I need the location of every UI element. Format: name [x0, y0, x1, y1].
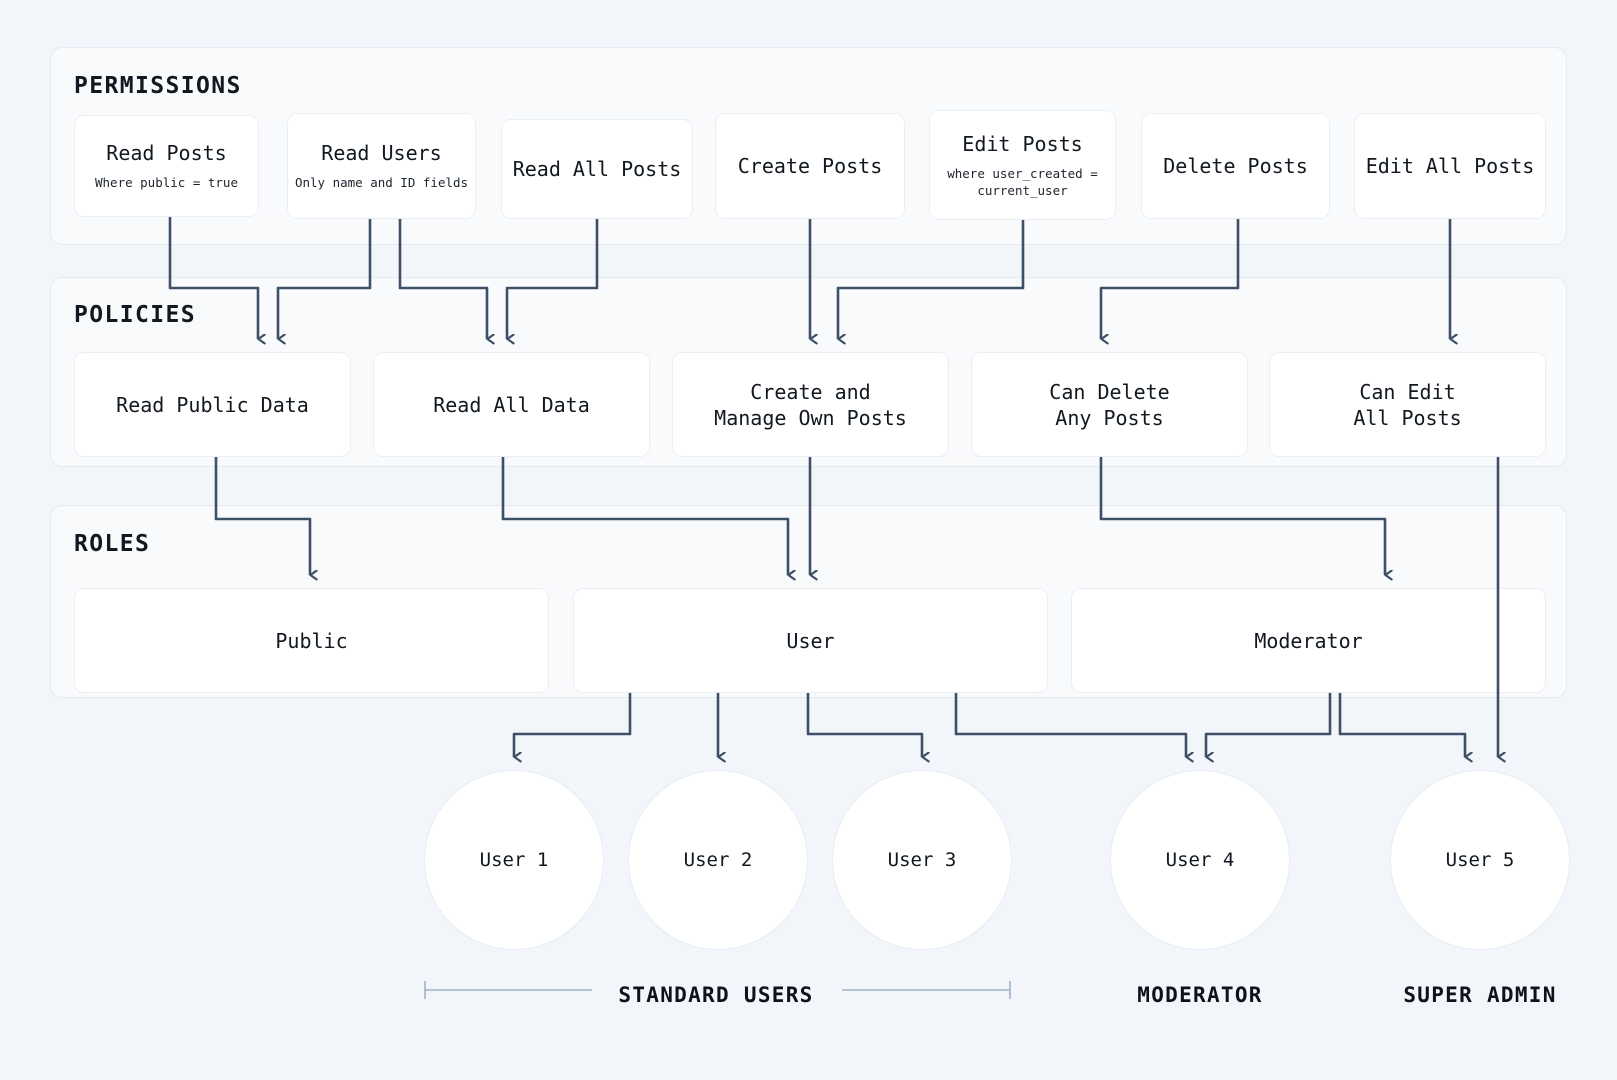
role-node-public[interactable]: Public [74, 588, 549, 693]
permission-title: Read Users [321, 141, 442, 166]
user-circle-5[interactable]: User 5 [1390, 770, 1570, 950]
policy-title: Can Edit All Posts [1353, 379, 1462, 430]
user-circle-3[interactable]: User 3 [832, 770, 1012, 950]
user-circle-4[interactable]: User 4 [1110, 770, 1290, 950]
user-label: User 5 [1445, 849, 1515, 871]
permission-node-read-posts[interactable]: Read Posts Where public = true [74, 115, 259, 217]
role-node-user[interactable]: User [573, 588, 1048, 693]
permission-node-edit-all-posts[interactable]: Edit All Posts [1354, 113, 1546, 219]
user-label: User 4 [1165, 849, 1235, 871]
permission-node-create-posts[interactable]: Create Posts [715, 113, 905, 219]
group-label-standard-users: STANDARD USERS [618, 983, 814, 1007]
policy-title: Can Delete Any Posts [1049, 379, 1170, 430]
permission-node-edit-posts[interactable]: Edit Posts where user_created = current_… [929, 110, 1116, 220]
edge-moderator-to-user-5 [1338, 693, 1465, 757]
edge-user-role-to-user-4 [954, 693, 1186, 757]
role-title: Public [275, 628, 348, 653]
permission-node-read-all-posts[interactable]: Read All Posts [501, 119, 693, 219]
permissions-section-title: PERMISSIONS [74, 73, 242, 99]
policy-node-read-public-data[interactable]: Read Public Data [74, 352, 351, 457]
roles-section-title: ROLES [74, 531, 151, 557]
permission-title: Edit All Posts [1365, 154, 1535, 178]
policy-node-can-edit-all-posts[interactable]: Can Edit All Posts [1269, 352, 1546, 457]
role-node-moderator[interactable]: Moderator [1071, 588, 1546, 693]
user-label: User 2 [683, 849, 753, 871]
user-label: User 1 [479, 849, 549, 871]
permission-subtitle: Only name and ID fields [294, 175, 469, 191]
edge-moderator-to-user-4 [1204, 693, 1332, 757]
permission-subtitle: Where public = true [95, 175, 238, 191]
policy-title: Read Public Data [116, 392, 309, 417]
permission-node-delete-posts[interactable]: Delete Posts [1141, 113, 1330, 219]
permission-title: Create Posts [737, 154, 883, 178]
edge-public-to-user-1 [512, 693, 632, 757]
permission-node-read-users[interactable]: Read Users Only name and ID fields [287, 113, 476, 219]
policies-section-title: POLICIES [74, 302, 196, 328]
user-circle-1[interactable]: User 1 [424, 770, 604, 950]
policy-node-create-manage-own-posts[interactable]: Create and Manage Own Posts [672, 352, 949, 457]
permission-title: Delete Posts [1163, 154, 1308, 178]
role-title: User [786, 628, 835, 653]
group-label-moderator: MODERATOR [1137, 983, 1263, 1007]
role-title: Moderator [1254, 628, 1363, 653]
policy-node-can-delete-any-posts[interactable]: Can Delete Any Posts [971, 352, 1248, 457]
policy-title: Read All Data [433, 392, 590, 417]
user-circle-2[interactable]: User 2 [628, 770, 808, 950]
permission-title: Edit Posts [962, 131, 1083, 156]
group-label-super-admin: SUPER ADMIN [1403, 983, 1557, 1007]
permission-title: Read Posts [106, 141, 227, 166]
permission-subtitle: where user_created = current_user [947, 165, 1098, 198]
permission-title: Read All Posts [512, 157, 682, 181]
user-label: User 3 [887, 849, 957, 871]
policy-title: Create and Manage Own Posts [714, 379, 907, 430]
edge-user-role-to-user-3 [806, 693, 922, 757]
policy-node-read-all-data[interactable]: Read All Data [373, 352, 650, 457]
